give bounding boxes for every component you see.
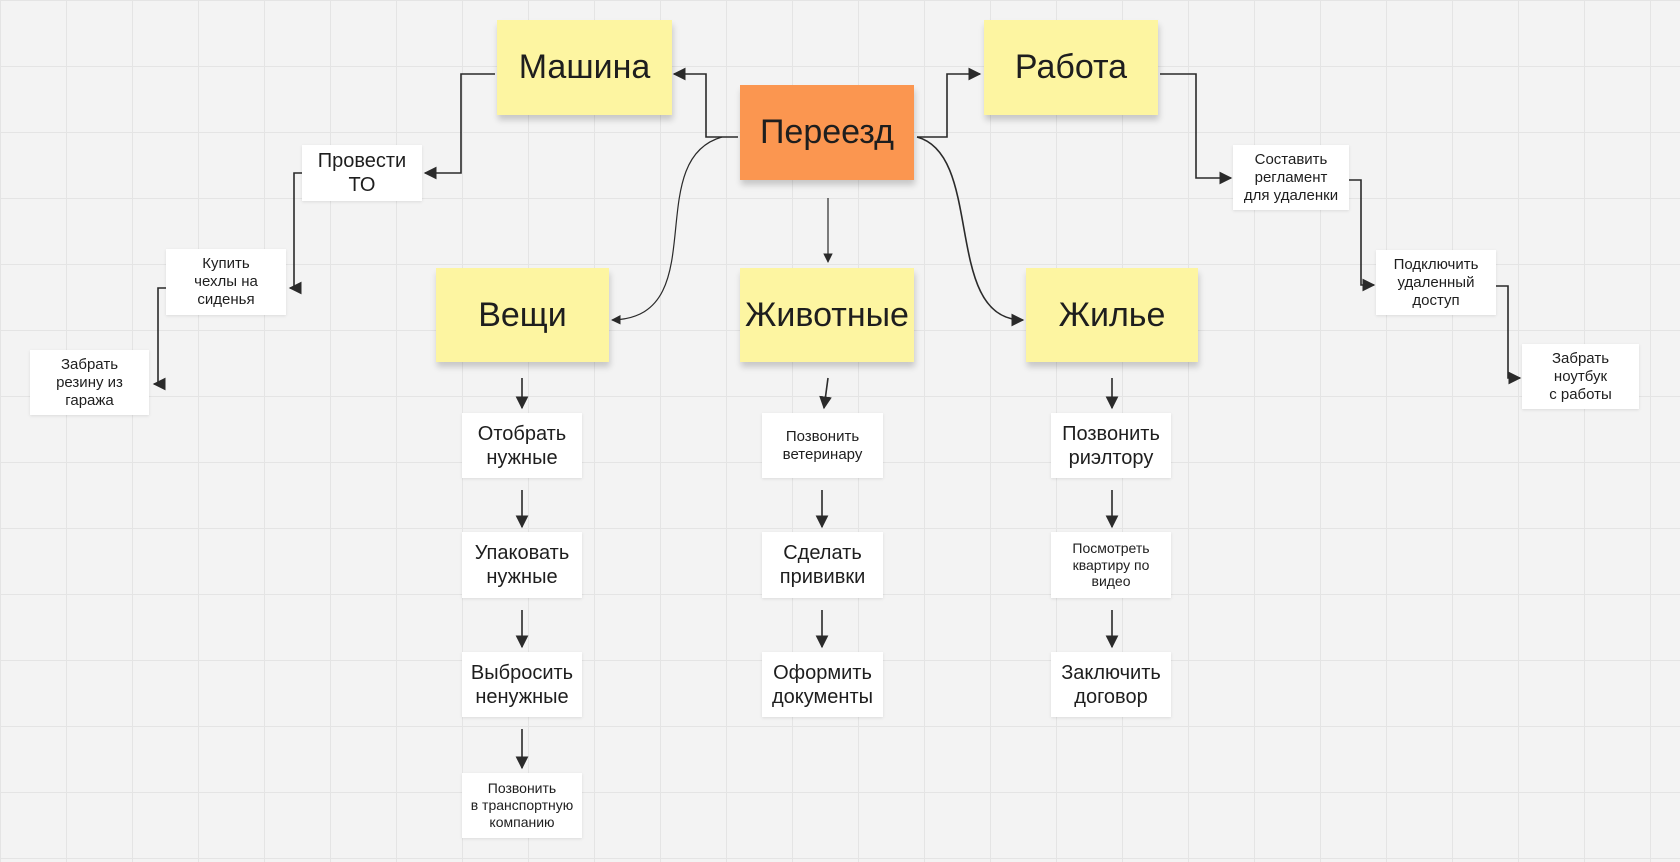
card-housing-task-2-text: Посмотреть квартиру по видео <box>1072 539 1150 590</box>
sticky-topic-housing[interactable]: Жилье <box>1026 268 1198 362</box>
connector-center-car <box>672 67 738 138</box>
card-pets-task-1-text: Позвонить ветеринару <box>782 427 863 463</box>
card-car-task-1[interactable]: Провести ТО <box>302 145 422 201</box>
card-pets-task-3-text: Оформить документы <box>772 661 873 708</box>
sticky-center-pereezd[interactable]: Переезд <box>740 85 914 180</box>
card-car-task-2[interactable]: Купить чехлы на сиденья <box>166 249 286 315</box>
sticky-topic-car-label: Машина <box>518 48 651 87</box>
card-things-task-2-text: Упаковать нужные <box>474 542 570 588</box>
sticky-center-label: Переезд <box>759 113 894 152</box>
sticky-topic-things-label: Вещи <box>478 295 567 334</box>
card-car-task-3-text: Забрать резину из гаража <box>56 355 123 409</box>
card-housing-task-3-text: Заключить договор <box>1061 661 1161 708</box>
card-car-task-3[interactable]: Забрать резину из гаража <box>30 350 149 415</box>
card-pets-task-2[interactable]: Сделать прививки <box>762 532 883 598</box>
card-things-task-4[interactable]: Позвонить в транспортную компанию <box>462 773 582 838</box>
card-work-task-2-text: Подключить удаленный доступ <box>1393 255 1479 309</box>
card-housing-task-1-text: Позвонить риэлтору <box>1062 422 1160 469</box>
card-pets-task-2-text: Сделать прививки <box>779 542 866 588</box>
sticky-topic-car[interactable]: Машина <box>497 20 672 115</box>
card-things-task-2[interactable]: Упаковать нужные <box>462 532 582 598</box>
card-things-task-1-text: Отобрать нужные <box>477 422 567 469</box>
connector-car-task3 <box>152 287 166 391</box>
card-things-task-1[interactable]: Отобрать нужные <box>462 413 582 478</box>
connector-center-things <box>611 136 723 325</box>
card-work-task-1-text: Составить регламент для удаленки <box>1243 150 1339 204</box>
card-things-task-3-text: Выбросить ненужные <box>470 661 574 708</box>
connector-car-task1 <box>423 73 495 180</box>
connector-work-task2 <box>1348 179 1376 292</box>
connector-pets-1 <box>819 377 832 410</box>
card-car-task-2-text: Купить чехлы на сиденья <box>194 255 258 308</box>
card-pets-task-1[interactable]: Позвонить ветеринару <box>762 413 883 478</box>
card-housing-task-3[interactable]: Заключить договор <box>1051 652 1171 717</box>
sticky-topic-pets[interactable]: Животные <box>740 268 914 362</box>
connector-work-task1 <box>1160 73 1233 185</box>
sticky-topic-things[interactable]: Вещи <box>436 268 609 362</box>
sticky-topic-pets-label: Животные <box>745 295 909 334</box>
sticky-topic-work[interactable]: Работа <box>984 20 1158 115</box>
card-work-task-3[interactable]: Забрать ноутбук с работы <box>1522 344 1639 409</box>
connector-center-work <box>917 67 982 138</box>
card-things-task-3[interactable]: Выбросить ненужные <box>462 652 582 717</box>
connector-work-task3 <box>1496 285 1522 385</box>
connector-center-housing <box>916 136 1025 327</box>
sticky-topic-housing-label: Жилье <box>1058 295 1166 334</box>
card-pets-task-3[interactable]: Оформить документы <box>762 652 883 717</box>
card-work-task-1[interactable]: Составить регламент для удаленки <box>1233 145 1349 210</box>
card-things-task-4-text: Позвонить в транспортную компанию <box>470 780 574 830</box>
card-work-task-2[interactable]: Подключить удаленный доступ <box>1376 250 1496 315</box>
card-housing-task-2[interactable]: Посмотреть квартиру по видео <box>1051 532 1171 598</box>
connector-car-task2 <box>288 172 302 295</box>
card-car-task-1-text: Провести ТО <box>317 150 407 196</box>
card-housing-task-1[interactable]: Позвонить риэлтору <box>1051 413 1171 478</box>
card-work-task-3-text: Забрать ноутбук с работы <box>1549 349 1612 403</box>
sticky-topic-work-label: Работа <box>1014 48 1128 87</box>
